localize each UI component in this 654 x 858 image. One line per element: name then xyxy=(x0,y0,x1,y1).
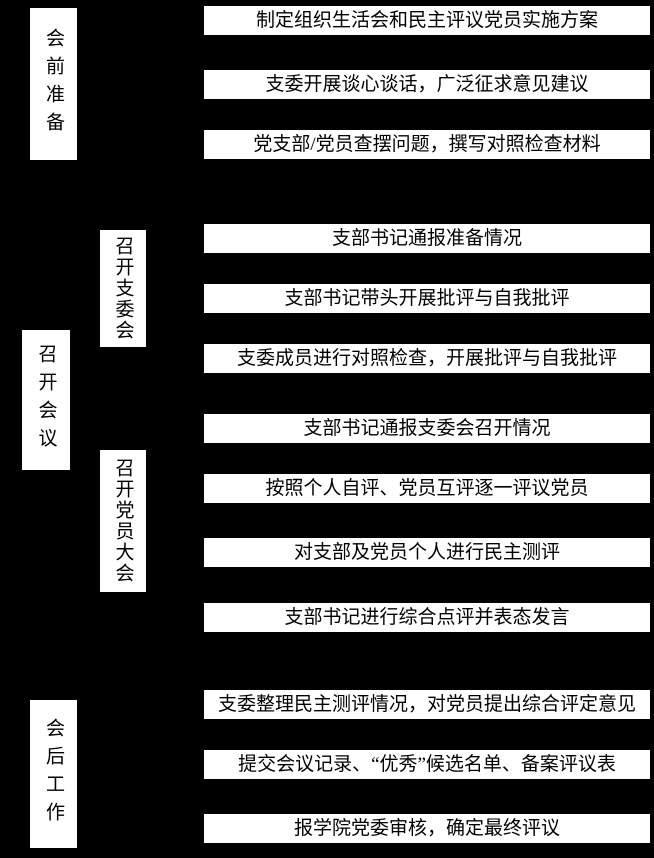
step-box-1: 制定组织生活会和民主评议党员实施方案 xyxy=(204,6,650,35)
step-box-13: 报学院党委审核，确定最终评议 xyxy=(204,814,650,843)
step-box-11: 支委整理民主测评情况，对党员提出综合评定意见 xyxy=(204,690,650,719)
step-box-10: 支部书记进行综合点评并表态发言 xyxy=(204,603,650,632)
stage-box-pre-meeting-prep: 会前准备 xyxy=(30,8,77,160)
substage-box-branch-committee-meeting: 召开支委会 xyxy=(100,230,146,347)
step-box-2: 支委开展谈心谈话，广泛征求意见建议 xyxy=(204,70,650,99)
stage-label: 召开会议 xyxy=(35,344,57,456)
stage-box-post-meeting-work: 会后工作 xyxy=(30,700,77,848)
substage-label: 召开支委会 xyxy=(112,236,134,341)
step-box-6: 支委成员进行对照检查，开展批评与自我批评 xyxy=(204,344,650,373)
substage-box-party-member-assembly: 召开党员大会 xyxy=(100,450,146,592)
step-box-5: 支部书记带头开展批评与自我批评 xyxy=(204,284,650,313)
stage-label: 会前准备 xyxy=(43,28,64,140)
stage-label: 会后工作 xyxy=(43,718,64,830)
step-box-3: 党支部/党员查摆问题，撰写对照检查材料 xyxy=(204,130,650,159)
step-box-9: 对支部及党员个人进行民主测评 xyxy=(204,538,650,567)
step-box-4: 支部书记通报准备情况 xyxy=(204,224,650,253)
step-box-8: 按照个人自评、党员互评逐一评议党员 xyxy=(204,474,650,503)
substage-label: 召开党员大会 xyxy=(112,458,134,584)
step-box-7: 支部书记通报支委会召开情况 xyxy=(204,414,650,443)
stage-box-convene-meeting: 召开会议 xyxy=(22,330,70,470)
step-box-12: 提交会议记录、“优秀”候选名单、备案评议表 xyxy=(204,750,650,779)
